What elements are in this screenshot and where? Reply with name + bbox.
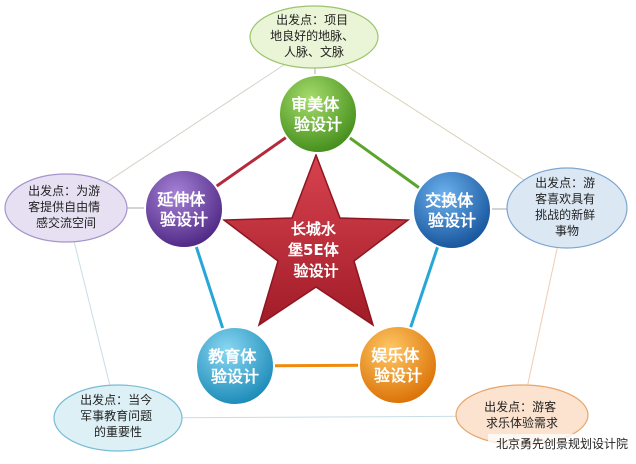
module-entertainment-circle bbox=[358, 325, 438, 405]
note-entertainment-text: 出发点：游客 求乐体验需求 bbox=[484, 399, 560, 430]
watermark-backdrop bbox=[488, 434, 634, 452]
module-aesthetic-circle bbox=[278, 74, 358, 154]
note-education: 出发点：当今 军事教育问题 的重要性 bbox=[53, 384, 183, 452]
note-aesthetic-text: 出发点：项目 地良好的地脉、 人脉、文脉 bbox=[270, 12, 358, 59]
module-education: 教育体 验设计 bbox=[195, 326, 275, 406]
module-education-circle bbox=[195, 326, 275, 406]
note-extension-bubble bbox=[4, 173, 128, 243]
watermark: 北京勇先创景规划设计院 bbox=[496, 436, 628, 451]
outer-edge-left-top bbox=[65, 44, 315, 210]
note-extension-line-1: 出发点：为游 bbox=[28, 183, 100, 198]
note-extension-line-3: 感交流空间 bbox=[36, 215, 96, 230]
note-aesthetic-line-1: 出发点：项目 bbox=[276, 12, 348, 27]
note-extension-text: 出发点：为游 客提供自由情 感交流空间 bbox=[28, 183, 104, 230]
note-aesthetic-line-2: 地良好的地脉、 bbox=[270, 28, 354, 43]
note-aesthetic-bubble bbox=[249, 5, 379, 69]
module-education-line-1: 教育体 bbox=[208, 347, 257, 366]
note-entertainment-line-2: 求乐体验需求 bbox=[486, 415, 558, 430]
note-education-line-2: 军事教育问题 bbox=[80, 408, 152, 423]
note-entertainment-line-1: 出发点：游客 bbox=[484, 399, 556, 414]
module-extension: 延伸体 验设计 bbox=[144, 169, 224, 249]
note-exchange-line-4: 事物 bbox=[555, 224, 579, 238]
star-label-line-2: 堡5E体 bbox=[288, 241, 340, 259]
module-exchange-label: 交换体 验设计 bbox=[425, 191, 479, 230]
module-aesthetic: 审美体 验设计 bbox=[278, 74, 358, 154]
module-exchange-circle bbox=[412, 170, 492, 250]
note-extension-line-2: 客提供自由情 bbox=[28, 199, 100, 214]
module-extension-line-2: 验设计 bbox=[160, 210, 208, 229]
note-extension: 出发点：为游 客提供自由情 感交流空间 bbox=[4, 173, 128, 243]
note-education-line-3: 的重要性 bbox=[94, 424, 142, 439]
module-entertainment: 娱乐体 验设计 bbox=[358, 325, 438, 405]
note-education-line-1: 出发点：当今 bbox=[80, 392, 152, 407]
module-aesthetic-line-2: 验设计 bbox=[294, 115, 342, 134]
note-exchange-line-3: 挑战的新鲜 bbox=[535, 207, 595, 222]
module-exchange-line-1: 交换体 bbox=[425, 191, 474, 210]
star-shape bbox=[221, 152, 411, 327]
module-aesthetic-label: 审美体 验设计 bbox=[291, 95, 345, 134]
module-extension-line-1: 延伸体 bbox=[156, 190, 206, 209]
module-entertainment-line-2: 验设计 bbox=[374, 366, 422, 385]
module-extension-circle bbox=[144, 169, 224, 249]
module-extension-label: 延伸体 验设计 bbox=[156, 190, 211, 229]
module-education-label: 教育体 验设计 bbox=[208, 347, 262, 386]
note-exchange-line-2: 客喜欢具有 bbox=[535, 191, 595, 206]
note-exchange: 出发点：游 客喜欢具有 挑战的新鲜 事物 bbox=[506, 167, 628, 249]
module-entertainment-line-1: 娱乐体 bbox=[371, 346, 420, 365]
star-label-line-3: 验设计 bbox=[293, 262, 338, 280]
note-aesthetic: 出发点：项目 地良好的地脉、 人脉、文脉 bbox=[249, 5, 379, 69]
module-exchange-line-2: 验设计 bbox=[428, 211, 476, 230]
center-star: 长城水 堡5E体 验设计 bbox=[221, 152, 411, 327]
outer-edge-bottom bbox=[117, 415, 522, 419]
note-aesthetic-line-3: 人脉、文脉 bbox=[284, 44, 344, 59]
module-exchange: 交换体 验设计 bbox=[412, 170, 492, 250]
outer-edge-left-bottom bbox=[65, 208, 119, 419]
star-label-line-1: 长城水 bbox=[291, 220, 337, 238]
star-label: 长城水 堡5E体 验设计 bbox=[288, 220, 344, 280]
module-education-line-2: 验设计 bbox=[211, 367, 259, 386]
module-entertainment-label: 娱乐体 验设计 bbox=[371, 346, 425, 385]
note-exchange-text: 出发点：游 客喜欢具有 挑战的新鲜 事物 bbox=[535, 175, 599, 238]
note-education-text: 出发点：当今 军事教育问题 的重要性 bbox=[80, 392, 156, 439]
module-aesthetic-line-1: 审美体 bbox=[291, 95, 340, 114]
note-exchange-bubble bbox=[506, 167, 628, 249]
note-exchange-line-1: 出发点：游 bbox=[535, 175, 595, 190]
note-education-bubble bbox=[53, 384, 183, 452]
